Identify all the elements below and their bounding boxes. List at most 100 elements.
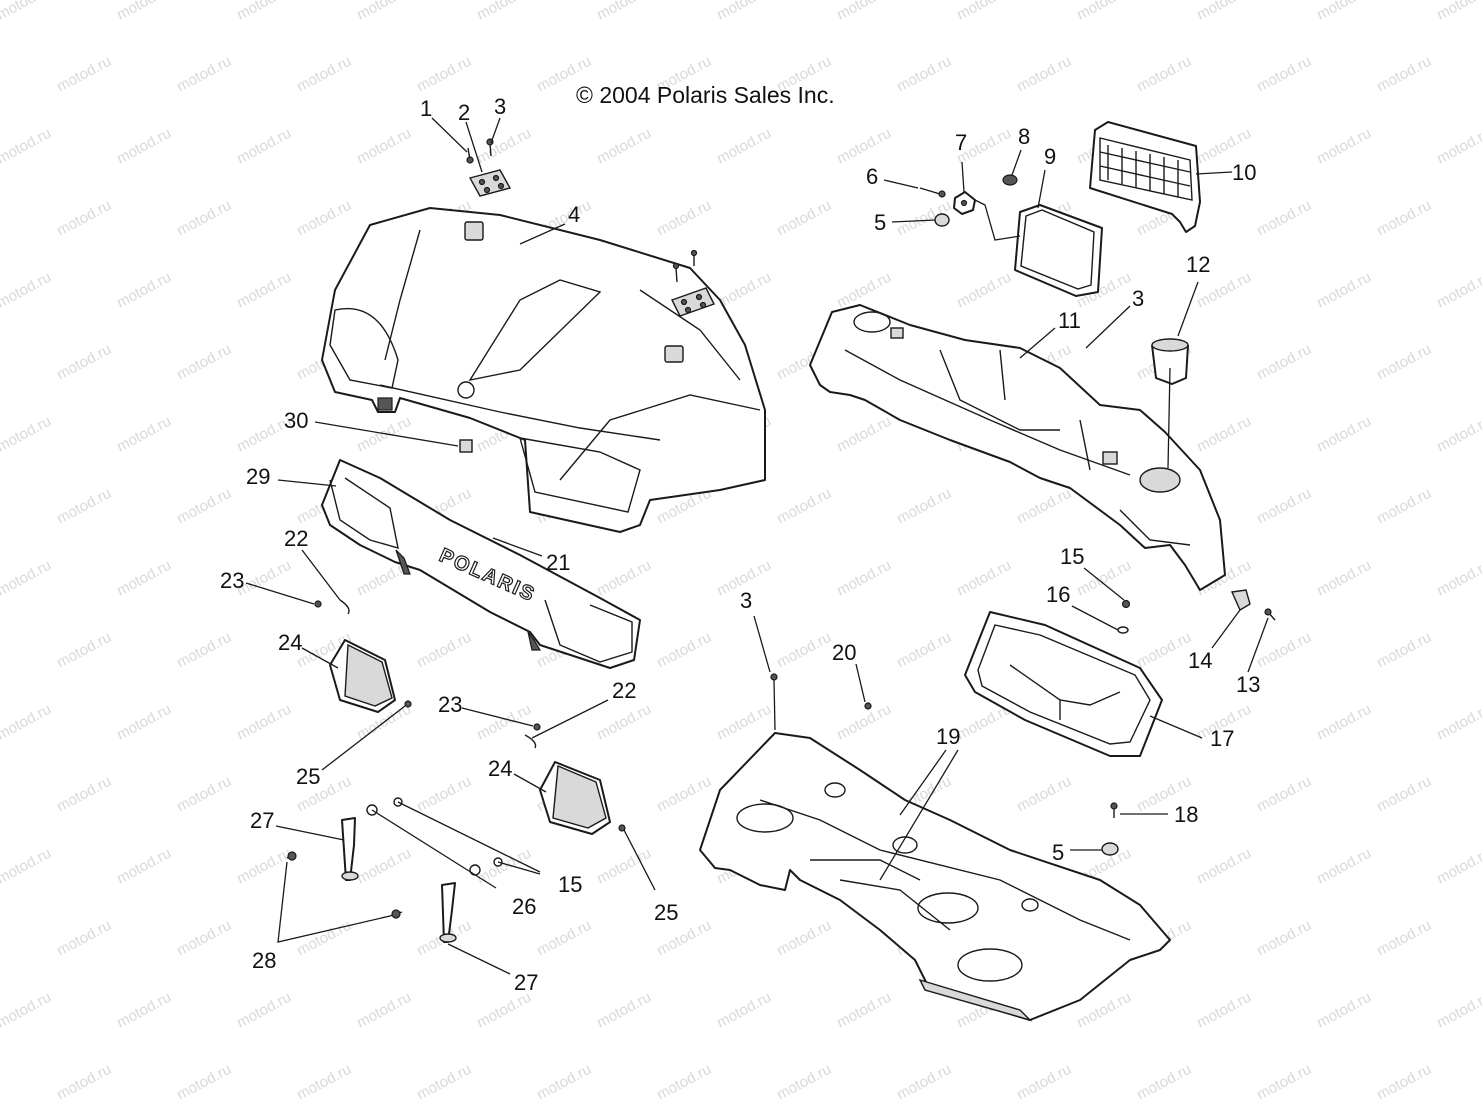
watermark-text: motod.ru — [1374, 341, 1434, 384]
watermark-text: motod.ru — [594, 0, 654, 24]
watermark-text: motod.ru — [534, 1061, 594, 1104]
watermark-text: motod.ru — [834, 125, 894, 168]
callout-21: 21 — [546, 550, 570, 575]
watermark-text: motod.ru — [1434, 845, 1482, 888]
watermark-text: motod.ru — [234, 989, 294, 1032]
watermark-text: motod.ru — [714, 701, 774, 744]
watermark-text: motod.ru — [114, 0, 174, 24]
callout-16: 16 — [1046, 582, 1070, 607]
watermark-text: motod.ru — [1434, 701, 1482, 744]
watermark-text: motod.ru — [1374, 1061, 1434, 1104]
watermark-text: motod.ru — [234, 125, 294, 168]
watermark-text: motod.ru — [474, 845, 534, 888]
part-hinge-mid — [671, 249, 715, 317]
callout-3: 3 — [494, 94, 506, 119]
part-hardware-bottom-right — [770, 673, 1119, 856]
callout-6: 6 — [866, 164, 878, 189]
watermark-text: motod.ru — [174, 917, 234, 960]
callout-22-top: 22 — [284, 526, 308, 551]
watermark-text: motod.ru — [114, 269, 174, 312]
watermark-text: motod.ru — [594, 989, 654, 1032]
watermark-text: motod.ru — [0, 557, 54, 600]
part-clip — [459, 439, 473, 453]
watermark-text: motod.ru — [654, 197, 714, 240]
watermark-text: motod.ru — [534, 917, 594, 960]
watermark-text: motod.ru — [0, 269, 54, 312]
watermark-text: motod.ru — [234, 269, 294, 312]
watermark-text: motod.ru — [414, 53, 474, 96]
watermark-text: motod.ru — [1314, 845, 1374, 888]
watermark-text: motod.ru — [1254, 629, 1314, 672]
callout-10: 10 — [1232, 160, 1256, 185]
part-screws-top — [466, 138, 494, 164]
watermark-text: motod.ru — [114, 413, 174, 456]
watermark-text: motod.ru — [1194, 413, 1254, 456]
callout-19: 19 — [936, 724, 960, 749]
watermark-text: motod.ru — [54, 485, 114, 528]
callout-9: 9 — [1044, 144, 1056, 169]
callout-20: 20 — [832, 640, 856, 665]
watermark-text: motod.ru — [174, 629, 234, 672]
part-grille-rear — [1089, 121, 1201, 233]
callout-3-floor: 3 — [740, 588, 752, 613]
watermark-text: motod.ru — [654, 1061, 714, 1104]
watermark-text: motod.ru — [0, 0, 54, 24]
part-hood — [321, 207, 766, 533]
watermark-text: motod.ru — [474, 0, 534, 24]
watermark-text: motod.ru — [54, 53, 114, 96]
watermark-text: motod.ru — [414, 629, 474, 672]
watermark-text: motod.ru — [1374, 53, 1434, 96]
part-hardware-top-right — [919, 174, 1018, 227]
watermark-text: motod.ru — [1314, 989, 1374, 1032]
part-floor-pan — [699, 732, 1171, 1022]
part-hardware-right — [1117, 589, 1276, 634]
callout-4: 4 — [568, 202, 580, 227]
watermark-text: motod.ru — [174, 341, 234, 384]
watermark-text: motod.ru — [354, 845, 414, 888]
watermark-text: motod.ru — [1254, 197, 1314, 240]
callout-24-right: 24 — [488, 756, 512, 781]
watermark-text: motod.ru — [0, 701, 54, 744]
watermark-text: motod.ru — [1434, 125, 1482, 168]
watermark-text: motod.ru — [1434, 989, 1482, 1032]
watermark-text: motod.ru — [774, 1061, 834, 1104]
watermark-text: motod.ru — [1254, 917, 1314, 960]
watermark-text: motod.ru — [834, 989, 894, 1032]
callout-17: 17 — [1210, 726, 1234, 751]
watermark-text: motod.ru — [174, 773, 234, 816]
watermark-text: motod.ru — [954, 557, 1014, 600]
watermark-text: motod.ru — [1434, 413, 1482, 456]
watermark-text: motod.ru — [414, 773, 474, 816]
watermark-text: motod.ru — [1314, 413, 1374, 456]
watermark-text: motod.ru — [114, 845, 174, 888]
callout-30: 30 — [284, 408, 308, 433]
watermark-text: motod.ru — [1314, 125, 1374, 168]
callout-15-right: 15 — [1060, 544, 1084, 569]
callout-2: 2 — [458, 100, 470, 125]
watermark-text: motod.ru — [1434, 0, 1482, 24]
leader-lines — [245, 117, 1269, 975]
watermark-text: motod.ru — [774, 485, 834, 528]
callout-23-top: 23 — [220, 568, 244, 593]
watermark-text: motod.ru — [894, 629, 954, 672]
watermark-text: motod.ru — [54, 773, 114, 816]
watermark-text: motod.ru — [714, 125, 774, 168]
watermark-text: motod.ru — [1254, 773, 1314, 816]
watermark-text: motod.ru — [294, 53, 354, 96]
callout-3-rear: 3 — [1132, 286, 1144, 311]
watermark-text: motod.ru — [114, 557, 174, 600]
watermark-text: motod.ru — [54, 1061, 114, 1104]
watermark-text: motod.ru — [774, 917, 834, 960]
watermark-text: motod.ru — [834, 557, 894, 600]
watermark-text: motod.ru — [594, 845, 654, 888]
callout-15-left: 15 — [558, 872, 582, 897]
watermark-text: motod.ru — [234, 701, 294, 744]
watermark-text: motod.ru — [1014, 773, 1074, 816]
watermark-text: motod.ru — [54, 341, 114, 384]
watermark-text: motod.ru — [354, 989, 414, 1032]
callout-11: 11 — [1058, 308, 1081, 333]
callout-18: 18 — [1174, 802, 1198, 827]
watermark-text: motod.ru — [114, 125, 174, 168]
watermark-text: motod.ru — [474, 989, 534, 1032]
